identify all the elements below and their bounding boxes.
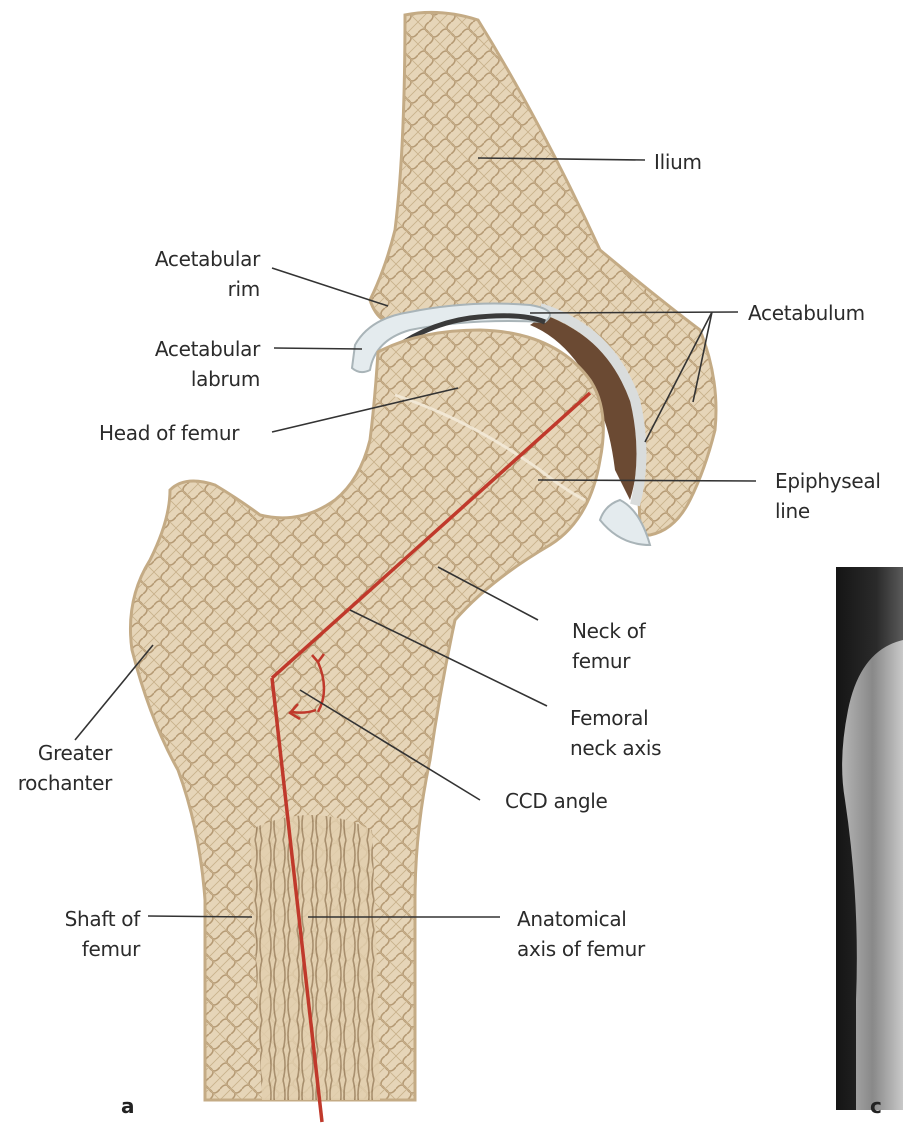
label-ccd-angle: CCD angle [505,786,607,816]
label-epiphyseal-line: Epiphyseal line [775,466,881,526]
leader-shaft-of-femur [148,916,252,917]
label-anatomical-axis: Anatomical axis of femur [517,904,645,964]
panel-label-c: c [870,1094,882,1118]
label-greater-trochanter: Greater rochanter [0,738,112,798]
label-acetabular-rim: Acetabular rim [120,244,260,304]
label-acetabulum: Acetabulum [748,298,865,328]
leader-acetabular-labrum [274,348,362,349]
panel-label-a: a [121,1094,135,1118]
xray-panel [836,567,903,1110]
label-head-of-femur: Head of femur [99,418,239,448]
leader-epiphyseal-line [538,480,756,481]
label-ilium: Ilium [654,147,702,177]
label-femoral-neck-axis: Femoral neck axis [570,703,661,763]
leader-greater-trochanter [75,645,153,740]
label-shaft-of-femur: Shaft of femur [20,904,140,964]
label-acetabular-labrum: Acetabular labrum [120,334,260,394]
leader-acetabulum [530,312,738,313]
leader-acetabular-rim [272,268,388,306]
label-neck-of-femur: Neck of femur [572,616,645,676]
